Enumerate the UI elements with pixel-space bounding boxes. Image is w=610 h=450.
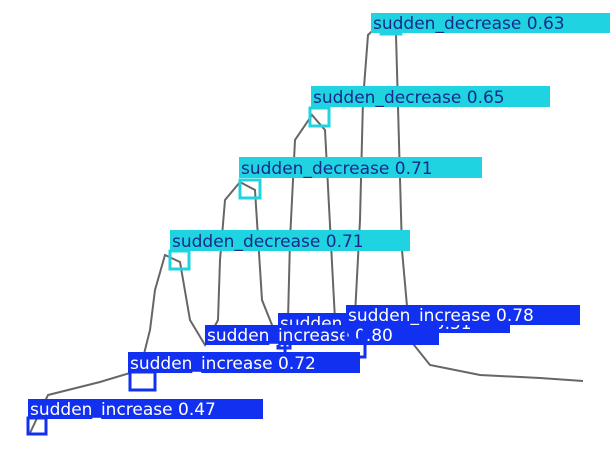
detection-box	[238, 178, 262, 200]
detection-label-background	[311, 86, 550, 107]
detection-label: sudden_increase 0.47	[30, 400, 216, 420]
detection-box	[168, 249, 191, 271]
detection-label: sudden_decrease 0.63	[373, 14, 565, 34]
detections-layer: sudden_decrease 0.51sudden_decrease 0.71…	[26, 13, 610, 436]
detection-label: sudden_decrease 0.71	[241, 159, 433, 179]
detection-label: sudden_decrease 0.71	[172, 232, 364, 252]
detection-box	[128, 370, 157, 392]
detection-box	[308, 106, 331, 128]
detection-label-background	[128, 352, 360, 373]
detection-label: sudden_increase 0.72	[130, 354, 316, 374]
series-line	[29, 16, 584, 434]
detection-label-background	[170, 230, 410, 251]
detection-label-background	[205, 325, 439, 345]
detection-label: sudden_decrease 0.65	[313, 88, 505, 108]
detection-label-background	[346, 305, 580, 325]
detection-label-background	[239, 157, 482, 178]
detection-label: sudden_increase 0.78	[348, 306, 534, 326]
detection-label-background	[371, 13, 610, 33]
detection-label-background	[28, 399, 263, 419]
